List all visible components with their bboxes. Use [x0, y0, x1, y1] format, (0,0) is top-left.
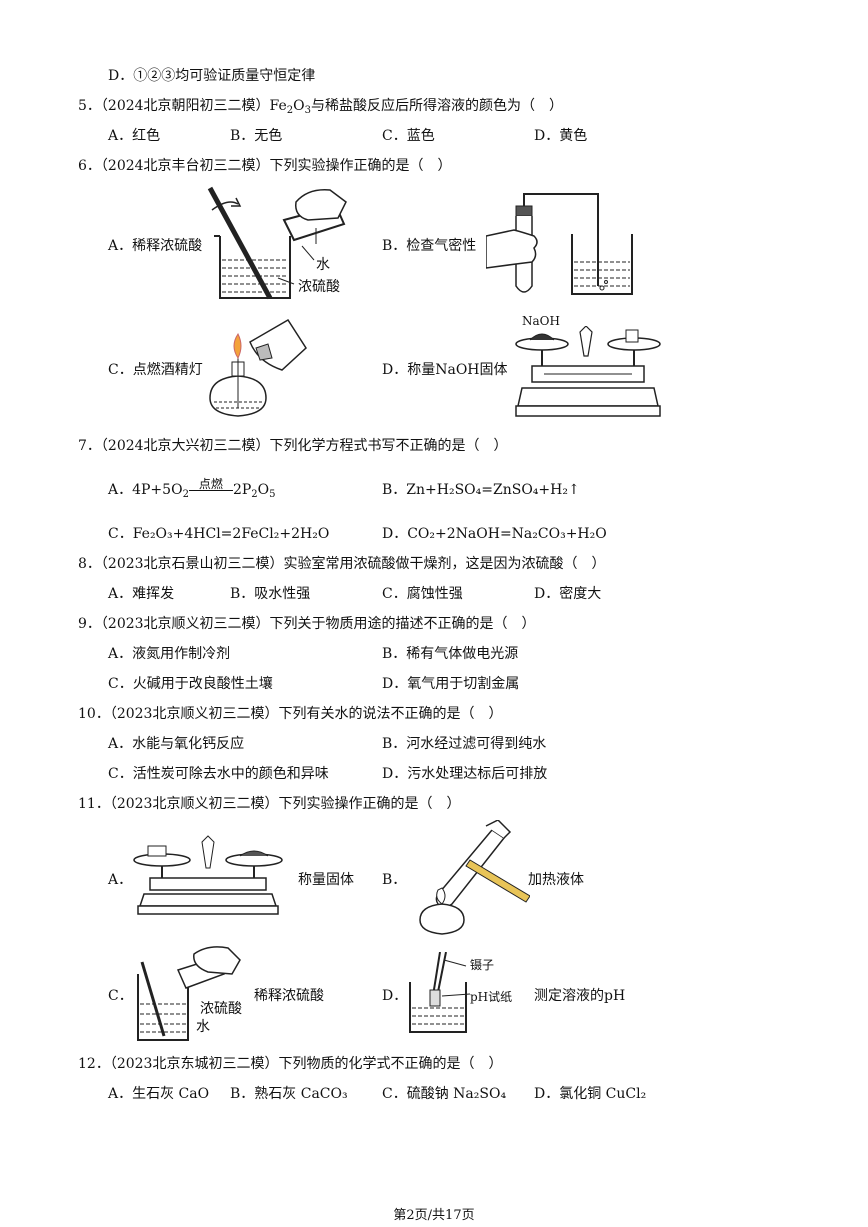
q5-option-a: A．红色	[108, 128, 161, 144]
q11-option-c: C．	[108, 988, 133, 1004]
q6-option-a: A．稀释浓硫酸	[108, 238, 203, 254]
airtightness-check-illustration	[486, 193, 633, 295]
q11-option-b: B．	[382, 872, 407, 888]
q8-option-a: A．难挥发	[108, 586, 175, 602]
q6-option-b: B．检查气密性	[382, 238, 477, 254]
q11-c-caption: 稀释浓硫酸	[254, 988, 324, 1004]
q11-stem: 11．（2023北京顺义初三二模）下列实验操作正确的是（ ）	[78, 796, 461, 812]
q10-option-c: C．活性炭可除去水中的颜色和异味	[108, 766, 329, 782]
q12-option-c: C．硫酸钠 Na₂SO₄	[382, 1086, 507, 1102]
q9-option-a: A．液氮用作制冷剂	[108, 646, 231, 662]
q7-option-c: C．Fe₂O₃+4HCl=2FeCl₂+2H₂O	[108, 526, 330, 542]
q7-stem: 7．（2024北京大兴初三二模）下列化学方程式书写不正确的是（ ）	[78, 438, 508, 454]
q7-option-b: B．Zn+H₂SO₄=ZnSO₄+H₂↑	[382, 482, 580, 498]
q12-option-b: B．熟石灰 CaCO₃	[230, 1086, 348, 1102]
q9-option-c: C．火碱用于改良酸性土壤	[108, 676, 273, 692]
q11-d-caption: 测定溶液的pH	[534, 988, 626, 1004]
diluting-acid-illustration	[207, 186, 347, 300]
q11-heating-illustration	[419, 820, 530, 935]
q11-d-paper-label: pH试纸	[470, 990, 513, 1004]
q6-d-naoh-label: NaOH	[522, 314, 560, 328]
q11-b-caption: 加热液体	[528, 872, 584, 888]
lighting-lamp-illustration	[209, 318, 307, 417]
q11-a-caption: 称量固体	[298, 872, 354, 888]
q11-option-d: D．	[382, 988, 408, 1004]
q6-option-d: D．称量NaOH固体	[382, 362, 508, 378]
q11-balance-illustration	[133, 835, 283, 915]
q8-stem: 8．（2023北京石景山初三二模）实验室常用浓硫酸做干燥剂，这是因为浓硫酸（ ）	[78, 556, 606, 572]
q9-option-b: B．稀有气体做电光源	[382, 646, 519, 662]
q8-option-d: D．密度大	[534, 586, 602, 602]
page-footer: 第2页/共17页	[393, 1208, 475, 1223]
q11-c-water-label: 水	[196, 1019, 210, 1035]
q11-d-tweezers-label: 镊子	[470, 958, 495, 972]
q6-a-water-label: 水	[316, 257, 330, 273]
q10-stem: 10．（2023北京顺义初三二模）下列有关水的说法不正确的是（ ）	[78, 706, 503, 722]
q10-option-a: A．水能与氧化钙反应	[108, 736, 245, 752]
q4-option-d: D．①②③均可验证质量守恒定律	[108, 68, 316, 84]
q8-option-b: B．吸水性强	[230, 586, 311, 602]
q12-option-d: D．氯化铜 CuCl₂	[534, 1086, 647, 1102]
q7-option-d: D．CO₂+2NaOH=Na₂CO₃+H₂O	[382, 526, 607, 542]
q9-stem: 9．（2023北京顺义初三二模）下列关于物质用途的描述不正确的是（ ）	[78, 616, 536, 632]
q8-option-c: C．腐蚀性强	[382, 586, 463, 602]
q9-option-d: D．氧气用于切割金属	[382, 676, 520, 692]
reaction-condition-arrow: 点燃	[188, 477, 233, 500]
q5-option-b: B．无色	[230, 128, 283, 144]
q5-option-d: D．黄色	[534, 128, 588, 144]
q11-diluting-illustration	[137, 946, 241, 1041]
q12-stem: 12．（2023北京东城初三二模）下列物质的化学式不正确的是（ ）	[78, 1056, 503, 1072]
q11-option-a: A．	[108, 872, 133, 888]
q5-stem: 5．（2024北京朝阳初三二模）Fe2O3与稀盐酸反应后所得溶液的颜色为（ ）	[78, 98, 564, 116]
q10-option-d: D．污水处理达标后可排放	[382, 766, 548, 782]
q6-stem: 6．（2024北京丰台初三二模）下列实验操作正确的是（ ）	[78, 158, 452, 174]
balance-scale-illustration	[515, 326, 661, 417]
q5-option-c: C．蓝色	[382, 128, 435, 144]
q12-option-a: A．生石灰 CaO	[108, 1086, 210, 1102]
q10-option-b: B．河水经过滤可得到纯水	[382, 736, 547, 752]
q11-c-acid-label: 浓硫酸	[200, 1001, 242, 1017]
q6-a-acid-label: 浓硫酸	[298, 279, 340, 295]
q6-option-c: C．点燃酒精灯	[108, 362, 203, 378]
q11-ph-illustration	[409, 952, 471, 1033]
